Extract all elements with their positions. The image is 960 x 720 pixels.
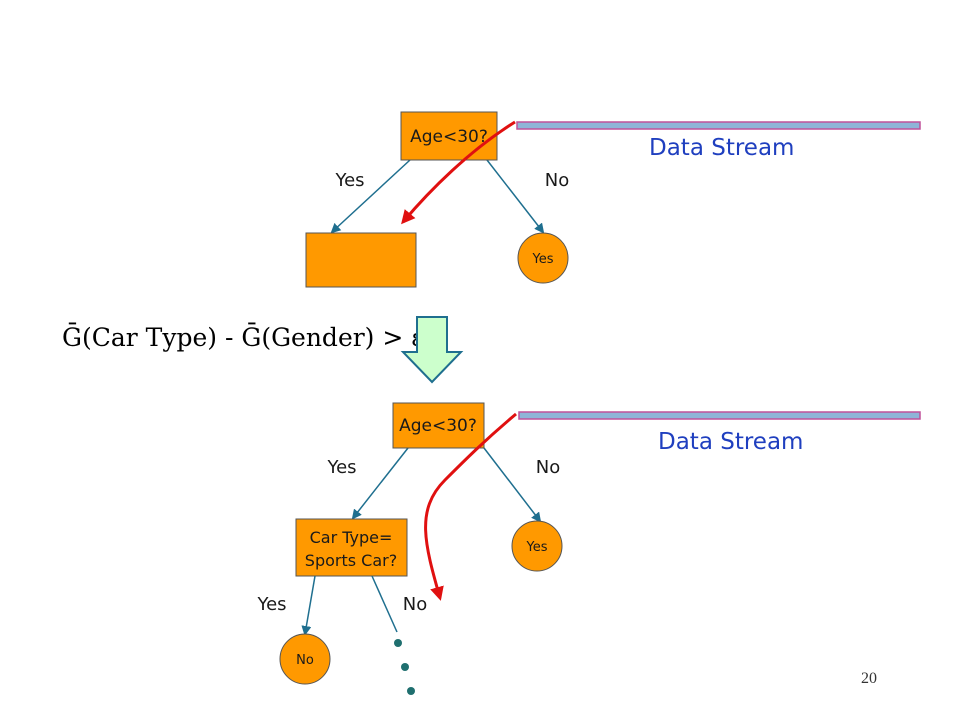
- sub-no-label: No: [403, 594, 427, 615]
- top-stream-arrow: [401, 120, 516, 225]
- top-yes-label: Yes: [334, 170, 364, 191]
- page-number: 20: [861, 670, 877, 687]
- split-node-car-type: [295, 518, 408, 577]
- top-left-leaf-node: [305, 232, 417, 288]
- sub-left-leaf-node: [279, 633, 331, 685]
- bottom-stream-label: Data Stream: [658, 429, 803, 455]
- bottom-yes-label: Yes: [326, 457, 356, 478]
- top-no-label: No: [545, 170, 569, 191]
- bottom-data-stream: Data Stream: [424, 411, 921, 601]
- split-node-line1: Car Type=: [310, 528, 393, 547]
- continuation-dot-1: [394, 639, 402, 647]
- top-tree: Age<30? Yes No Yes: [305, 111, 569, 288]
- bottom-stream-bar: [518, 411, 921, 420]
- bottom-right-leaf-label: Yes: [526, 540, 548, 555]
- formula: Ḡ(Car Type) - Ḡ(Gender) > ε: [62, 323, 424, 352]
- continuation-dot-3: [407, 687, 415, 695]
- bottom-root-label: Age<30?: [399, 416, 477, 436]
- bottom-stream-arrow: [424, 412, 517, 601]
- bottom-right-leaf-node: [511, 520, 563, 572]
- sub-left-leaf-label: No: [296, 653, 314, 668]
- formula-text: Ḡ(Car Type) - Ḡ(Gender) > ε: [62, 323, 424, 352]
- top-stream-bar: [516, 121, 921, 130]
- top-right-leaf-label: Yes: [532, 252, 554, 267]
- sub-yes-edge: [301, 575, 316, 636]
- sub-yes-label: Yes: [256, 594, 286, 615]
- continuation-dot-2: [401, 663, 409, 671]
- bottom-tree: Age<30? Yes No Yes Car Type= Sports Car?…: [256, 402, 563, 695]
- top-stream-label: Data Stream: [649, 135, 794, 161]
- top-right-leaf-node: [517, 232, 569, 284]
- bottom-no-edge: [483, 447, 542, 523]
- bottom-no-label: No: [536, 457, 560, 478]
- top-data-stream: Data Stream: [401, 120, 921, 225]
- transition-down-arrow: [400, 316, 464, 384]
- top-root-label: Age<30?: [410, 127, 488, 147]
- sub-no-edge: [371, 575, 398, 633]
- bottom-root-node: [392, 402, 485, 449]
- top-no-edge: [486, 159, 545, 234]
- split-node-line2: Sports Car?: [305, 551, 397, 570]
- bottom-yes-edge: [351, 447, 409, 520]
- top-yes-edge: [330, 159, 411, 234]
- top-root-node: [400, 111, 498, 161]
